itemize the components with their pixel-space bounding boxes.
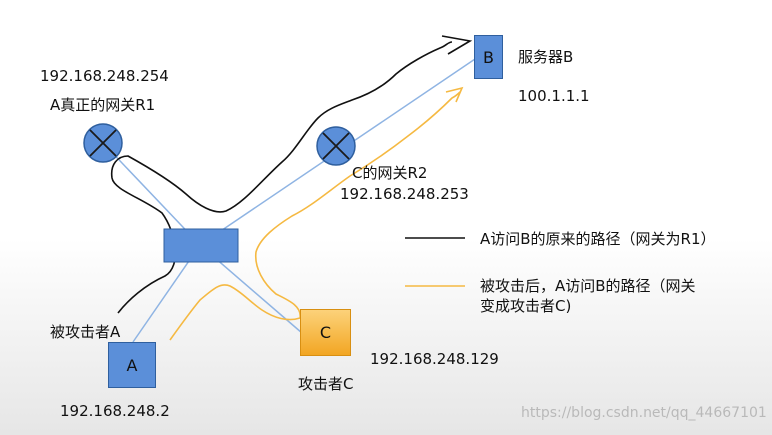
attacker-c-label: C <box>319 323 332 342</box>
server-b-name: 服务器B <box>518 48 574 66</box>
attack-path-line <box>169 91 461 341</box>
server-b-node: B <box>474 35 503 79</box>
router-r1-icon <box>83 123 123 163</box>
gateway-r1-name: A真正的网关R1 <box>50 96 156 114</box>
original-path-line <box>110 41 453 314</box>
attack-path-arrowhead <box>445 86 464 103</box>
gateway-r2-name: C的网关R2 <box>352 164 428 182</box>
host-a-label: A <box>126 355 138 375</box>
link-switch-r1 <box>102 142 201 246</box>
gateway-r1-ip: 192.168.248.254 <box>40 67 169 85</box>
legend-attack-label-line1: 被攻击后，A访问B的路径（网关 <box>480 277 696 295</box>
original-path-arrowhead <box>441 35 473 55</box>
gateway-r2-ip: 192.168.248.253 <box>340 185 469 203</box>
host-a-node: A <box>108 342 156 388</box>
legend-attack-label-line2: 变成攻击者C) <box>480 297 572 315</box>
host-a-ip: 192.168.248.2 <box>60 402 170 420</box>
switch-icon <box>163 228 239 263</box>
router-r2-icon <box>316 126 356 166</box>
legend-original-label: A访问B的原来的路径（网关为R1） <box>480 230 716 248</box>
server-b-label: B <box>483 47 494 67</box>
watermark: https://blog.csdn.net/qq_44667101 <box>521 405 767 421</box>
server-b-ip: 100.1.1.1 <box>518 87 590 105</box>
host-a-name: 被攻击者A <box>50 323 121 341</box>
attacker-c-name: 攻击者C <box>298 375 354 393</box>
attacker-c-ip: 192.168.248.129 <box>370 350 499 368</box>
attacker-c-node: C <box>300 309 351 356</box>
